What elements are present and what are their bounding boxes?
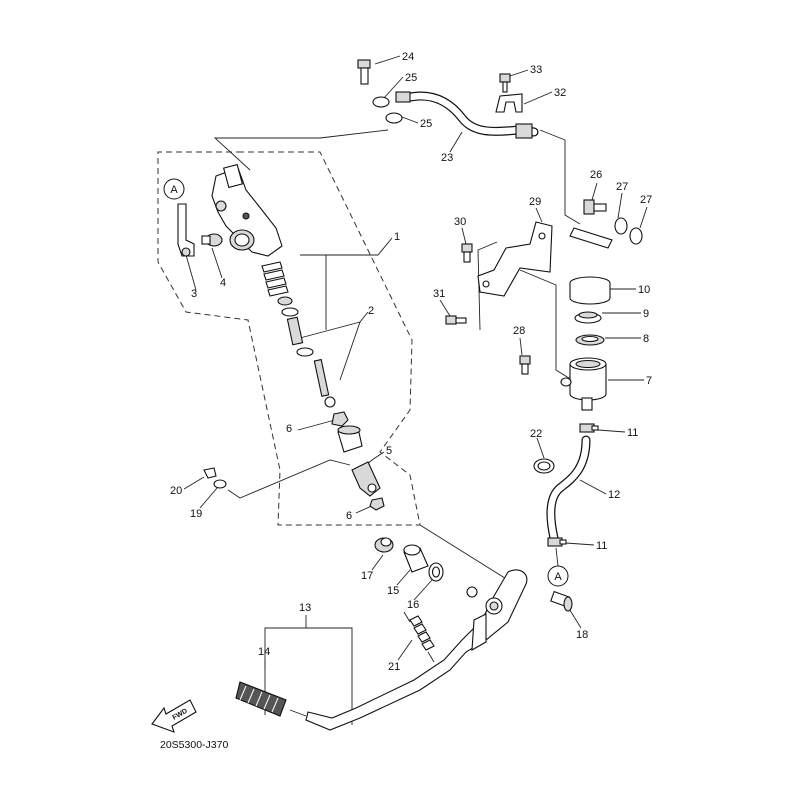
pivot-bolt-part-18 <box>550 590 573 612</box>
part-label-23: 23 <box>441 152 453 164</box>
bolt-part-30 <box>461 243 473 263</box>
part-label-6b: 6 <box>346 510 352 522</box>
part-label-6a: 6 <box>286 423 292 435</box>
bolt-part-31 <box>445 315 467 325</box>
part-label-3: 3 <box>191 288 197 300</box>
part-label-31: 31 <box>433 288 445 300</box>
clip-part-11-lower <box>547 537 567 547</box>
clevis-part-5 <box>351 461 381 497</box>
part-label-5: 5 <box>386 445 392 457</box>
part-label-27b: 27 <box>640 194 652 206</box>
clip-part-11-upper <box>579 423 599 433</box>
gasket-part-25-upper <box>372 96 390 108</box>
union-bolt-part-26 <box>583 199 607 215</box>
part-label-8: 8 <box>643 333 649 345</box>
reservoir-cap-part-10 <box>569 276 611 305</box>
part-label-33: 33 <box>530 64 542 76</box>
part-label-30: 30 <box>454 216 466 228</box>
part-label-4: 4 <box>220 277 226 289</box>
reservoir-part-7 <box>560 357 607 411</box>
gasket-part-25-lower <box>385 112 403 124</box>
assembly-outline <box>157 151 421 526</box>
part-label-16: 16 <box>407 599 419 611</box>
brake-hose-part-23 <box>395 91 539 139</box>
bracket-part-29 <box>477 221 553 297</box>
hose-joint-part-3 <box>177 203 195 257</box>
part-label-22: 22 <box>530 428 542 440</box>
part-label-2: 2 <box>368 305 374 317</box>
bushing-part-17 <box>374 537 394 553</box>
brake-pedal-part-13 <box>305 569 528 731</box>
piston-spring-stack <box>261 261 336 408</box>
washer-part-16 <box>428 562 444 582</box>
part-label-28: 28 <box>513 325 525 337</box>
union-bolt-part-24 <box>357 59 371 85</box>
dust-boot <box>337 425 363 453</box>
part-number-labels: 1 2 3 4 5 6 6 7 8 9 10 11 11 12 13 14 15… <box>170 51 652 673</box>
svg-text:A: A <box>170 184 178 196</box>
part-label-27a: 27 <box>616 181 628 193</box>
part-label-21: 21 <box>388 661 400 673</box>
return-spring-part-21 <box>403 611 435 663</box>
part-label-26: 26 <box>590 169 602 181</box>
part-label-15: 15 <box>387 585 399 597</box>
part-label-9: 9 <box>643 308 649 320</box>
part-label-7: 7 <box>646 375 652 387</box>
gasket-part-27-a <box>614 217 628 235</box>
gasket-part-27-b <box>629 227 643 245</box>
pedal-rubber-part-14 <box>235 681 287 717</box>
part-label-25a: 25 <box>405 72 417 84</box>
part-label-10: 10 <box>638 284 650 296</box>
circlip-part-20 <box>203 467 217 479</box>
part-label-32: 32 <box>554 87 566 99</box>
part-label-12: 12 <box>608 489 620 501</box>
collar-part-15 <box>403 544 429 573</box>
nut-part-6-upper <box>331 411 349 427</box>
diaphragm-part-8 <box>575 334 605 346</box>
reservoir-hose <box>569 227 613 249</box>
ref-marker-a-lower: A <box>547 565 569 587</box>
part-label-14: 14 <box>258 646 270 658</box>
part-label-11b: 11 <box>596 540 607 552</box>
clamp-part-32 <box>495 93 523 113</box>
diagram-code: 20S5300-J370 <box>160 739 228 751</box>
washer-part-19 <box>213 479 227 489</box>
part-label-1: 1 <box>394 231 400 243</box>
fwd-arrow-icon: FWD <box>151 699 197 733</box>
part-label-29: 29 <box>529 196 541 208</box>
master-cylinder-body <box>211 163 283 257</box>
diaphragm-holder-part-9 <box>574 311 602 324</box>
part-label-24: 24 <box>402 51 414 63</box>
screw-part-33 <box>499 73 511 93</box>
part-label-11a: 11 <box>627 427 638 439</box>
hose-clamp-part-22 <box>533 458 555 474</box>
ref-marker-a-upper: A <box>163 178 185 200</box>
part-label-25b: 25 <box>420 118 432 130</box>
part-label-13: 13 <box>299 602 311 614</box>
part-label-18: 18 <box>576 629 588 641</box>
part-label-17: 17 <box>361 570 373 582</box>
pedal-arm-tip <box>289 709 307 717</box>
bolt-part-28 <box>519 355 531 375</box>
reservoir-hose-part-12 <box>546 435 591 543</box>
nut-part-6-lower <box>369 497 385 511</box>
union-bolt-part-4 <box>201 233 223 247</box>
part-label-20: 20 <box>170 485 182 497</box>
part-label-19: 19 <box>190 508 202 520</box>
svg-text:A: A <box>554 571 562 583</box>
